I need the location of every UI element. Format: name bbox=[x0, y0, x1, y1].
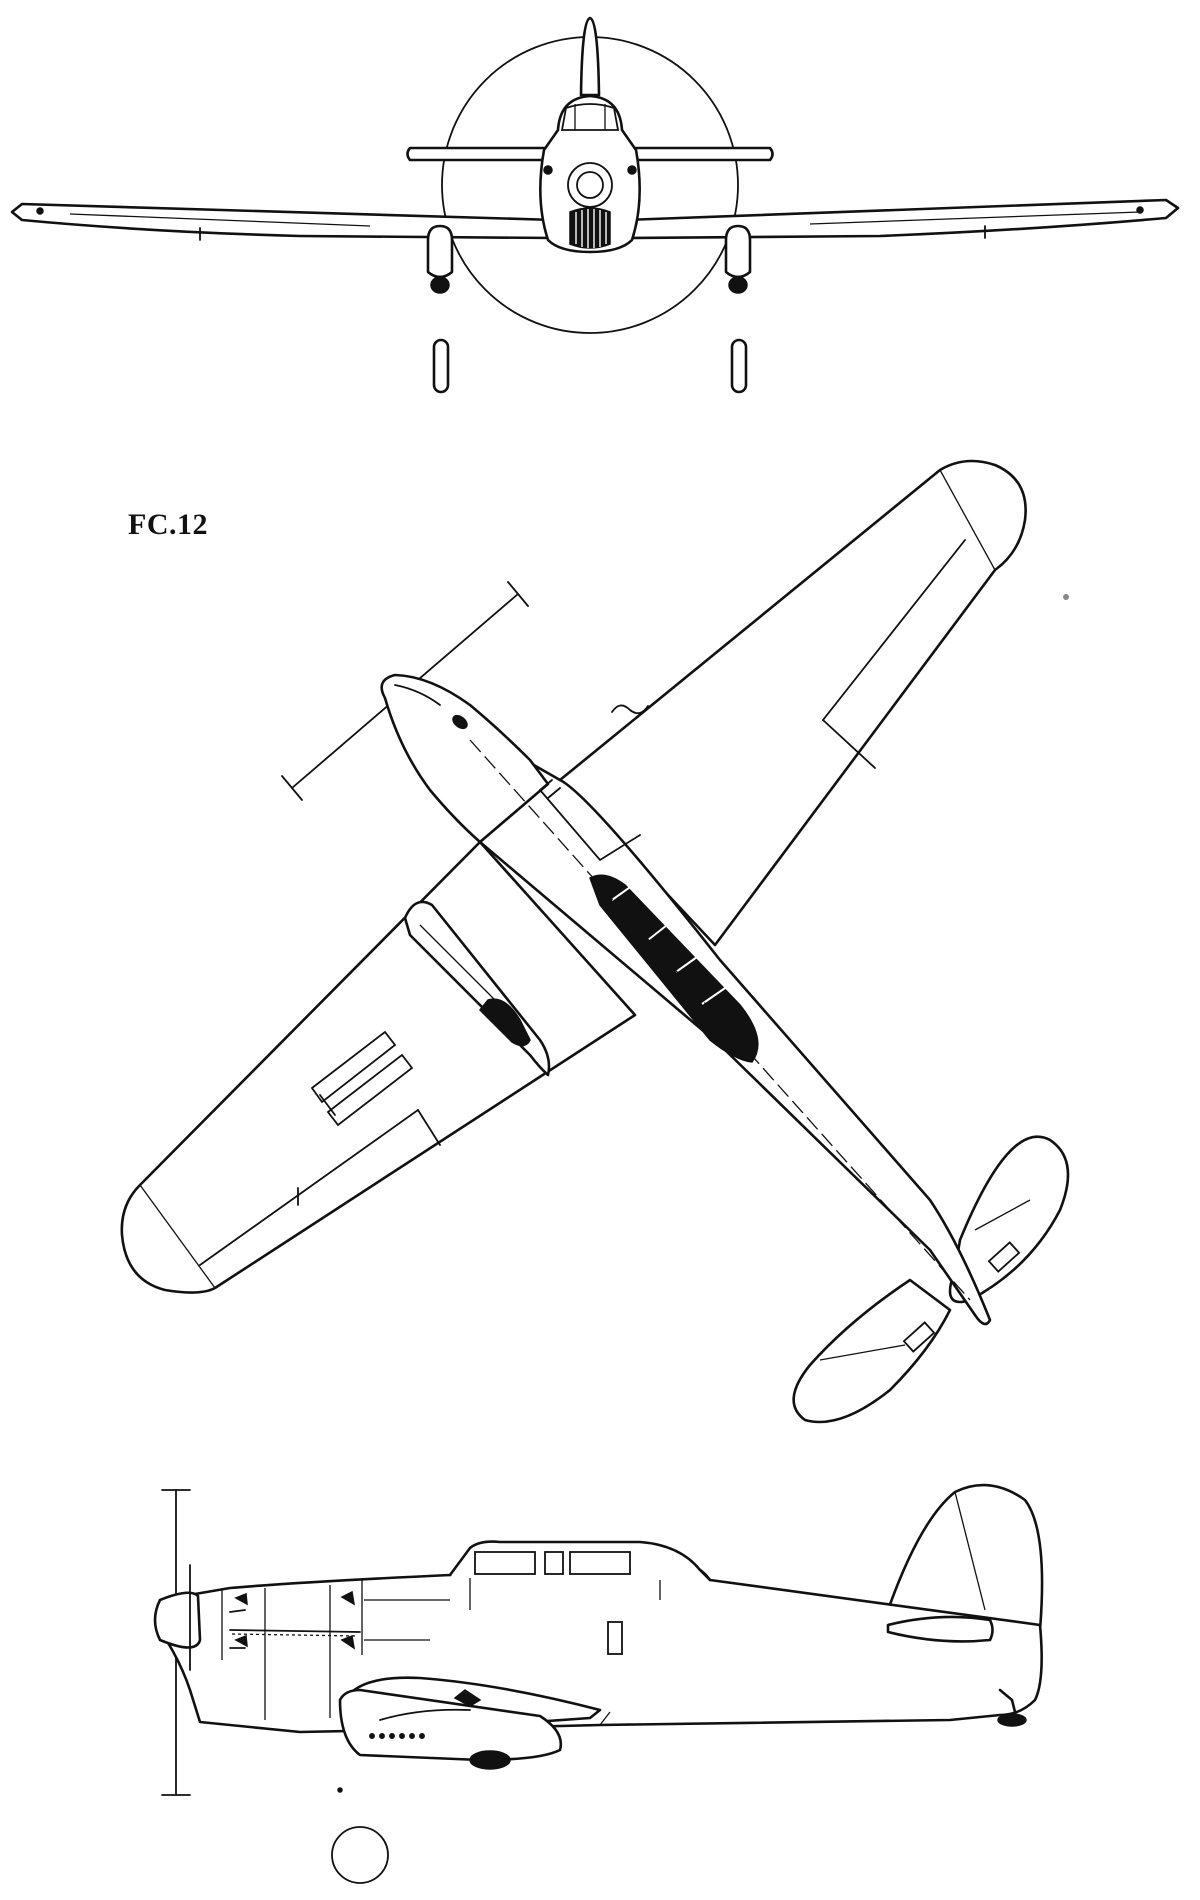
gear-leg-marker-right bbox=[730, 338, 748, 394]
spinner bbox=[567, 162, 613, 208]
plan-view-panel bbox=[310, 1030, 397, 1104]
front-view-fuselage bbox=[539, 94, 641, 254]
side-view-fin bbox=[886, 1483, 1044, 1632]
plan-view-wing-left bbox=[120, 840, 637, 1294]
front-view-gear-right bbox=[724, 224, 752, 279]
front-view-wing-right bbox=[623, 198, 1180, 240]
plan-view-nose bbox=[380, 673, 550, 844]
side-view-spinner bbox=[153, 1591, 202, 1649]
side-view-gear-fairing bbox=[338, 1688, 563, 1762]
front-view-wing bbox=[10, 202, 557, 240]
plan-view-wing-right bbox=[558, 459, 1027, 947]
gear-leg-marker-left bbox=[432, 338, 450, 394]
side-view-tailwheel bbox=[997, 1713, 1027, 1727]
aircraft-designation-label: FC.12 bbox=[128, 508, 208, 541]
side-view-tailplane bbox=[886, 1615, 994, 1643]
side-view-mainwheel bbox=[469, 1750, 511, 1770]
plan-view bbox=[120, 459, 1070, 1424]
front-view-fin bbox=[579, 16, 601, 97]
front-view-gear-left bbox=[426, 224, 454, 279]
front-view bbox=[10, 16, 1180, 394]
wheel-outline bbox=[331, 1826, 389, 1884]
plan-view-tailplane bbox=[948, 1135, 1070, 1304]
side-view bbox=[153, 1483, 1044, 1884]
